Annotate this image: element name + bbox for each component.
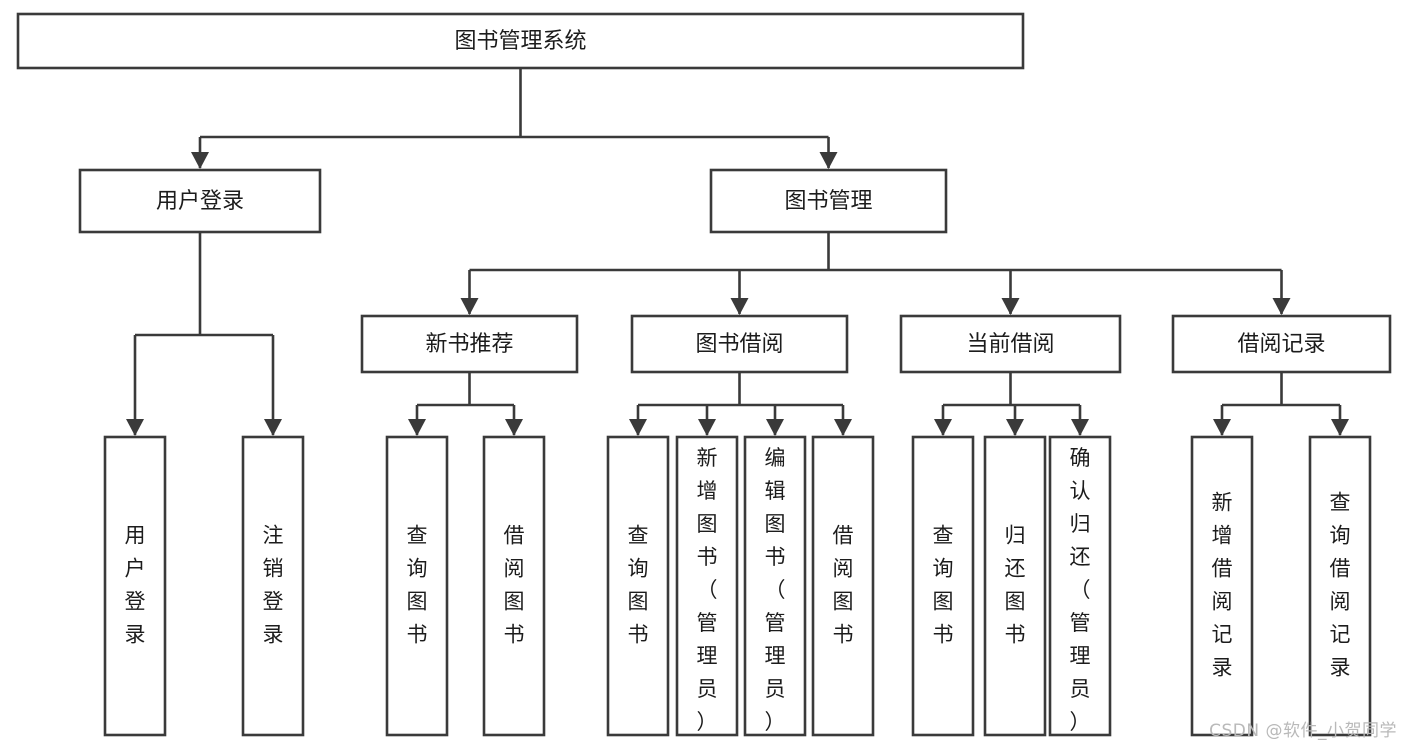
connector-lines [126,68,1349,436]
leaf-label: 查询借阅记录 [1330,491,1351,680]
leaf-label: 新增借阅记录 [1212,491,1233,680]
leaf-label: 注销登录 [263,524,284,647]
arrow-head-icon [505,419,523,436]
node-leaf-query-record[interactable]: 查询借阅记录 [1308,435,1372,737]
node-leaf-query-book-2[interactable]: 查询图书 [606,435,670,737]
node-new-book-rec[interactable]: 新书推荐 [360,314,579,374]
arrow-head-icon [460,298,479,315]
node-book-manage[interactable]: 图书管理 [709,168,948,234]
node-leaf-borrow-book-2[interactable]: 借阅图书 [811,435,875,737]
node-label: 图书管理 [784,189,872,214]
node-leaf-add-record[interactable]: 新增借阅记录 [1190,435,1254,737]
node-label: 图书管理系统 [454,29,586,54]
arrow-head-icon [766,419,784,436]
arrow-head-icon [1331,419,1349,436]
arrow-head-icon [126,419,144,436]
leaf-label: 确认归还（管理员） [1070,446,1091,734]
leaf-label: 查询图书 [407,524,428,647]
node-leaf-query-book-3[interactable]: 查询图书 [911,435,975,737]
node-leaf-user-logout[interactable]: 注销登录 [241,435,305,737]
node-leaf-user-login[interactable]: 用户登录 [103,435,167,737]
node-book-borrow[interactable]: 图书借阅 [630,314,849,374]
node-borrow-record[interactable]: 借阅记录 [1171,314,1392,374]
node-leaf-add-book[interactable]: 新增图书（管理员） [675,435,739,737]
arrow-head-icon [1071,419,1089,436]
arrow-head-icon [408,419,426,436]
node-leaf-confirm-return[interactable]: 确认归还（管理员） [1048,435,1112,737]
arrow-head-icon [264,419,282,436]
node-group: 图书管理系统用户登录图书管理新书推荐图书借阅当前借阅借阅记录用户登录注销登录查询… [16,12,1392,737]
leaf-label: 借阅图书 [833,524,854,647]
leaf-label: 查询图书 [628,524,649,647]
leaf-label: 新增图书（管理员） [697,446,718,734]
leaf-label: 编辑图书（管理员） [765,446,786,734]
node-label: 图书借阅 [695,332,783,357]
node-root-root[interactable]: 图书管理系统 [16,12,1025,70]
leaf-label: 借阅图书 [504,524,525,647]
leaf-label: 归还图书 [1005,524,1026,647]
node-leaf-edit-book[interactable]: 编辑图书（管理员） [743,435,807,737]
node-label: 新书推荐 [425,332,513,357]
arrow-head-icon [1213,419,1231,436]
arrow-head-icon [834,419,852,436]
node-leaf-query-book-1[interactable]: 查询图书 [385,435,449,737]
arrow-head-icon [1006,419,1024,436]
arrow-head-icon [1001,298,1020,315]
node-label: 用户登录 [156,189,244,214]
node-leaf-borrow-book-1[interactable]: 借阅图书 [482,435,546,737]
node-label: 借阅记录 [1237,332,1325,357]
arrow-head-icon [819,152,838,169]
arrow-head-icon [629,419,647,436]
arrow-head-icon [698,419,716,436]
node-label: 当前借阅 [966,332,1054,357]
node-leaf-return-book[interactable]: 归还图书 [983,435,1047,737]
node-current-borrow[interactable]: 当前借阅 [899,314,1122,374]
leaf-label: 用户登录 [125,524,146,647]
leaf-label: 查询图书 [933,524,954,647]
arrow-head-icon [730,298,749,315]
arrow-head-icon [934,419,952,436]
arrow-head-icon [1272,298,1291,315]
arrow-head-icon [191,152,209,169]
node-user-login[interactable]: 用户登录 [78,168,322,234]
